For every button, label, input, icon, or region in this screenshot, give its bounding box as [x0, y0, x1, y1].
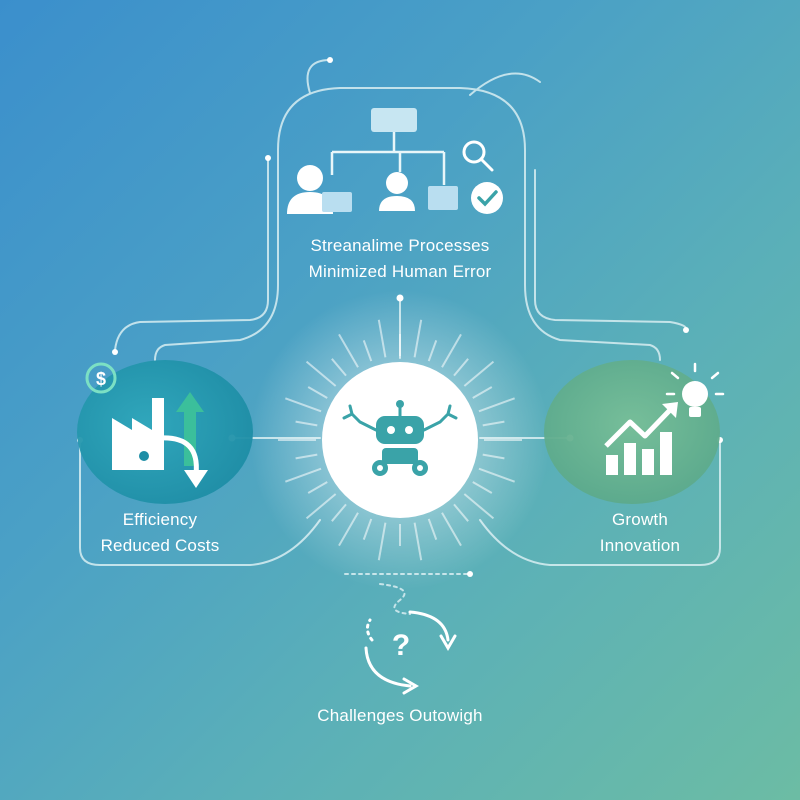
glow-ray — [331, 358, 347, 377]
cycle-arrows-icon — [364, 610, 457, 695]
glow-ray — [472, 386, 493, 399]
top-node-outline — [277, 87, 661, 361]
glow-ray — [338, 512, 359, 547]
glow-ray — [307, 386, 328, 399]
svg-text:$: $ — [96, 369, 106, 389]
glow-ray — [377, 522, 387, 561]
outer-arc-left — [114, 157, 269, 351]
glow-ray — [413, 522, 423, 561]
glow-ray — [482, 453, 505, 460]
glow-ray — [427, 518, 438, 540]
right-node-title: Growth — [612, 510, 668, 529]
arrow-down-icon — [159, 435, 208, 488]
glow-ray — [338, 333, 359, 368]
glow-ray — [453, 358, 469, 377]
robot-icon — [342, 400, 458, 476]
glow-ray — [307, 481, 328, 494]
glow-ray — [478, 467, 515, 483]
glow-ray — [463, 360, 495, 387]
glow-ray — [305, 493, 337, 520]
glow-ray — [463, 493, 495, 520]
glow-ray — [478, 397, 515, 413]
glow-ray — [362, 518, 373, 540]
glow-ray — [441, 333, 462, 368]
top-node-outline-left — [154, 149, 279, 361]
glow-ray — [285, 467, 322, 483]
right-node-subtitle: Innovation — [599, 536, 681, 555]
search-icon — [462, 140, 494, 172]
outer-arc-right — [534, 169, 688, 331]
glow-ray — [295, 420, 318, 427]
glow-ray — [453, 503, 469, 522]
trend-up-icon — [604, 402, 678, 448]
glow-ray — [305, 360, 337, 387]
glow-ray — [295, 453, 318, 460]
left-node-title: Efficiency — [122, 510, 198, 529]
bar-chart-icon — [606, 432, 672, 475]
right-node — [544, 360, 720, 504]
glow-ray — [413, 319, 423, 358]
outer-arc-top — [306, 59, 331, 94]
outer-arc-top-right — [469, 72, 541, 96]
gear-icon — [130, 442, 158, 470]
top-node-subtitle: Minimized Human Error — [308, 262, 492, 281]
bottom-node-label: Challenges Outowigh — [317, 706, 483, 725]
glow-ray — [285, 397, 322, 413]
glow-ray — [377, 319, 387, 358]
org-chart-icon — [330, 108, 446, 185]
user-icon — [287, 165, 458, 214]
glow-ray — [482, 420, 505, 427]
checkmark-icon — [471, 182, 503, 214]
left-node-subtitle: Reduced Costs — [100, 536, 220, 555]
svg-text:?: ? — [392, 629, 410, 662]
top-node-title: Streanalime Processes — [310, 236, 490, 255]
lightbulb-icon — [665, 362, 725, 417]
glow-ray — [472, 481, 493, 494]
glow-ray — [362, 340, 373, 362]
glow-ray — [331, 503, 347, 522]
glow-ray — [441, 512, 462, 547]
glow-ray — [427, 340, 438, 362]
question-icon: ? — [392, 629, 410, 662]
dollar-icon: $ — [85, 362, 117, 394]
